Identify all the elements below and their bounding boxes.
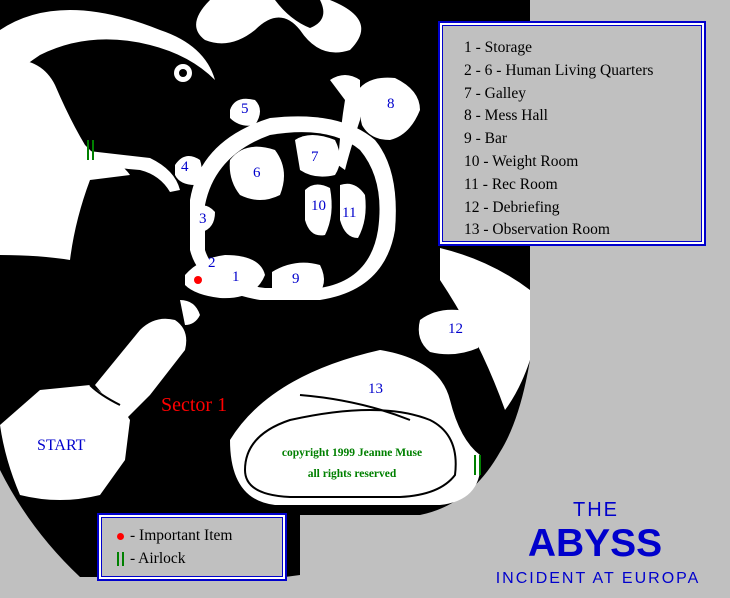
sector-label: Sector 1: [161, 394, 228, 416]
room-number-13: 13: [368, 381, 383, 397]
left-corridor: [80, 150, 180, 192]
room-number-9: 9: [292, 271, 300, 287]
room-5: [230, 98, 260, 126]
room-11: [340, 183, 366, 238]
legend-item: 11 - Rec Room: [464, 175, 558, 193]
corridor-8: [330, 75, 360, 170]
top-left-arc: [0, 10, 215, 90]
title-subtitle: INCIDENT AT EUROPA: [495, 570, 701, 587]
symbol-key: - Important Item - Airlock: [97, 513, 287, 581]
key-important-item: - Important Item: [117, 527, 232, 545]
room-8: [355, 77, 420, 140]
legend-item: 1 - Storage: [464, 39, 533, 56]
start-label: START: [37, 437, 86, 454]
airlock-right: [474, 455, 481, 475]
start-connector: [89, 384, 121, 406]
room-3: [192, 205, 215, 232]
start-corridor: [95, 318, 187, 420]
hub-link: [180, 300, 200, 325]
room-13-inner: [243, 409, 457, 498]
copyright-line-1: copyright 1999 Jeanne Muse: [281, 447, 423, 459]
airlock-left: [87, 140, 94, 160]
right-dome: [440, 248, 530, 410]
room-number-7: 7: [311, 149, 319, 165]
legend-item: 9 - Bar: [464, 130, 508, 148]
room-legend: 1 - Storage 2 - 6 - Human Living Quarter…: [438, 21, 706, 246]
legend-item: 12 - Debriefing: [464, 198, 560, 216]
room-number-4: 4: [181, 159, 189, 175]
room-12: [418, 309, 481, 355]
room-13-divider: [299, 394, 411, 421]
legend-item: 13 - Observation Room: [464, 221, 610, 239]
title-abyss: ABYSS: [527, 522, 663, 565]
red-dot-icon: [117, 532, 124, 540]
room-number-8: 8: [387, 96, 395, 112]
title-the: THE: [573, 499, 619, 521]
key-important-item-label: - Important Item: [130, 527, 233, 544]
room-6: [229, 146, 284, 200]
important-item-marker: [194, 276, 202, 284]
room-number-5: 5: [241, 101, 249, 117]
room-9: [272, 262, 324, 299]
room-7: [295, 135, 340, 177]
room-number-10: 10: [311, 198, 326, 214]
legend-item: 8 - Mess Hall: [464, 107, 548, 125]
room-number-11: 11: [342, 205, 357, 221]
legend-item: 10 - Weight Room: [464, 152, 579, 170]
legend-item: 7 - Galley: [464, 84, 526, 102]
airlock-icon: [117, 552, 124, 567]
room-number-2: 2: [208, 255, 216, 271]
room-4: [175, 156, 202, 185]
legend-item: 2 - 6 - Human Living Quarters: [464, 61, 654, 79]
key-airlock-label: - Airlock: [130, 550, 186, 567]
room-number-1: 1: [232, 269, 240, 285]
room-number-12: 12: [448, 321, 463, 337]
top-dome-dark-inner: [275, 0, 324, 28]
room-number-6: 6: [253, 165, 261, 181]
small-circle-hole: [179, 69, 187, 77]
room-10: [305, 184, 332, 236]
left-pod: [0, 59, 130, 261]
room-13: [230, 350, 481, 505]
copyright-line-2: all rights reserved: [307, 468, 397, 480]
room-2-1: [185, 255, 265, 299]
key-airlock: - Airlock: [117, 550, 186, 568]
start-module: [0, 385, 130, 500]
room-number-3: 3: [199, 211, 207, 227]
